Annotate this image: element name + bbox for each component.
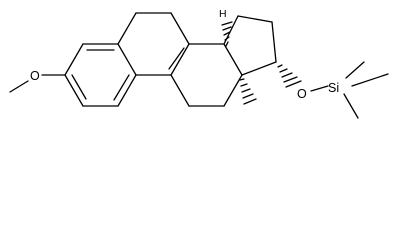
ring-d bbox=[223, 15, 277, 76]
c14-hashed-wedge bbox=[221, 21, 233, 47]
trimethylsilyl-group bbox=[310, 61, 389, 119]
c17-oxygen-hashed-wedge bbox=[277, 64, 302, 88]
chemical-structure-diagram: O H bbox=[9, 8, 389, 119]
silyl-ether-oxygen-label: O bbox=[297, 87, 307, 101]
silicon-label: Si bbox=[328, 81, 339, 95]
hydrogen-label: H bbox=[219, 8, 227, 20]
ring-b bbox=[117, 12, 190, 76]
methoxy-oxygen-label: O bbox=[30, 69, 40, 83]
ring-a-aromatic bbox=[64, 43, 137, 107]
ring-c bbox=[170, 43, 243, 107]
methoxy-group bbox=[9, 74, 66, 93]
c13-methyl-hashed-wedge bbox=[239, 78, 257, 105]
